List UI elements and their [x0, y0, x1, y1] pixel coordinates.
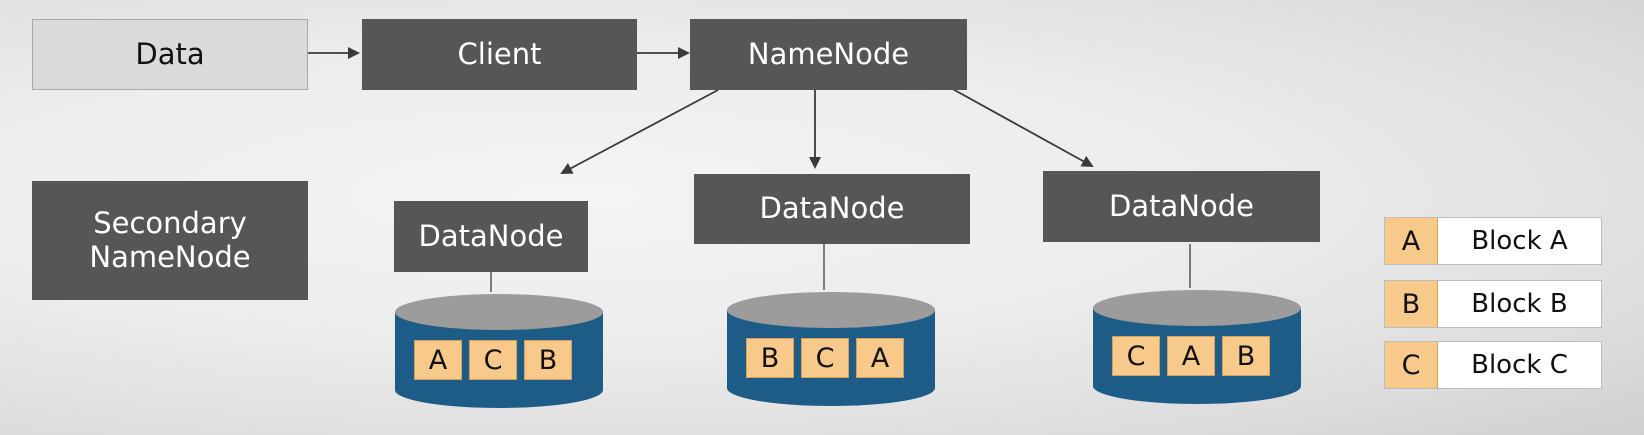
block-cell: A	[856, 338, 904, 378]
secondary-namenode: Secondary NameNode	[32, 181, 308, 300]
legend-row-a: A Block A	[1384, 217, 1602, 265]
block-cell: A	[414, 340, 462, 380]
block-cell: C	[1112, 336, 1160, 376]
legend-label-a: Block A	[1471, 226, 1568, 256]
legend-label-b: Block B	[1471, 289, 1568, 319]
block-cell: B	[1222, 336, 1270, 376]
secondary-namenode-label-line1: Secondary	[93, 206, 247, 241]
block-cell: B	[524, 340, 572, 380]
legend-key-b: B	[1385, 281, 1438, 327]
block-cell: B	[746, 338, 794, 378]
legend-label-c: Block C	[1471, 350, 1568, 380]
data-label: Data	[135, 36, 205, 71]
secondary-namenode-label-line2: NameNode	[89, 239, 251, 274]
client-label: Client	[457, 36, 542, 71]
datanode-3-label: DataNode	[1109, 188, 1254, 223]
arrow-namenode-to-datanode1	[560, 89, 719, 174]
datanode-2-label: DataNode	[759, 191, 905, 226]
arrow-namenode-to-datanode3	[939, 81, 1094, 167]
data-box: Data	[32, 19, 308, 90]
disk-3: C A B	[1092, 288, 1302, 408]
client-node: Client	[362, 19, 637, 90]
datanode-2: DataNode	[694, 174, 970, 244]
block-cell: C	[801, 338, 849, 378]
datanode-3: DataNode	[1043, 171, 1320, 242]
legend-row-c: C Block C	[1384, 341, 1602, 389]
legend-key-c: C	[1385, 342, 1438, 388]
legend-key-a: A	[1385, 218, 1438, 264]
datanode-1: DataNode	[394, 201, 588, 272]
namenode-label: NameNode	[747, 36, 910, 71]
disk-2: B C A	[726, 290, 936, 410]
namenode: NameNode	[690, 19, 967, 90]
datanode-1-label: DataNode	[418, 218, 564, 253]
block-cell: C	[469, 340, 517, 380]
block-cell: A	[1167, 336, 1215, 376]
disk-1: A C B	[394, 292, 604, 412]
legend-row-b: B Block B	[1384, 280, 1602, 328]
